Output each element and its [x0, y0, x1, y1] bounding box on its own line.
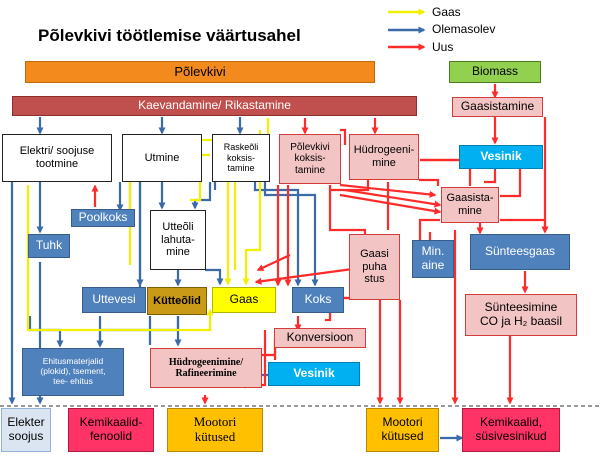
node-polevkivi-koksistamine: Põlevkivi koksis- tamine	[279, 134, 341, 184]
output-elekter-soojus: Elekter soojus	[1, 408, 51, 452]
node-elektri-soojuse-tootmine: Elektri/ soojuse tootmine	[2, 134, 112, 182]
legend-gaas-label: Gaas	[432, 5, 461, 19]
node-biomass: Biomass	[449, 61, 541, 83]
node-koks: Koks	[292, 287, 344, 313]
node-synteesimine: Sünteesimine CO ja H₂ baasil	[465, 294, 577, 336]
node-vesinik-bottom: Vesinik	[268, 362, 360, 386]
node-uttevesi: Uttevesi	[82, 287, 146, 313]
diagram-title: Põlevkivi töötlemise väärtusahel	[38, 26, 301, 45]
legend-olemasolev-label: Olemasolev	[432, 22, 496, 36]
node-raskeoli-koksistamine: Raskeõli koksis- tamine	[212, 134, 270, 182]
node-kaevandamine: Kaevandamine/ Rikastamine	[12, 96, 417, 116]
node-hudrogeenimine-rafineerimine: Hüdrogeenimine/ Rafineerimine	[150, 348, 262, 388]
output-kemikaalid-fenoolid: Kemikaalid- fenoolid	[68, 408, 154, 452]
node-ehitusmaterjalid: Ehitusmaterjalid (plokid), tsement, tee-…	[22, 348, 124, 396]
node-hudrogeenimine-top: Hüdrogeeni- mine	[349, 134, 419, 180]
node-gaasi-puhastus: Gaasi puha stus	[349, 234, 400, 300]
node-utmine: Utmine	[122, 134, 202, 182]
node-utteoli-lahutamine: Utteõli lahuta- mine	[150, 210, 206, 270]
node-konversioon: Konversioon	[274, 328, 366, 348]
output-mootori-kytused-left: Mootori kütused	[167, 408, 263, 452]
legend-uus-label: Uus	[432, 40, 454, 54]
node-gaas: Gaas	[212, 287, 276, 313]
node-kutteolid: Kütteõlid	[147, 287, 207, 315]
node-tuhk: Tuhk	[28, 234, 70, 258]
node-min-aine: Min. aine	[412, 240, 454, 278]
node-poolkoks: Poolkoks	[71, 209, 135, 227]
node-gaasistamine: Gaasistamine	[452, 97, 543, 117]
node-polevkivi: Põlevkivi	[25, 61, 375, 83]
output-mootori-kytused-right: Mootori kütused	[366, 408, 439, 452]
node-vesinik-top: Vesinik	[459, 145, 543, 169]
output-kemikaalid-sysivesinikud: Kemikaalid, süsivesinikud	[462, 408, 560, 452]
node-gaasistamine-2: Gaasista- mine	[441, 187, 499, 223]
node-synteesgaas: Sünteesgaas	[470, 234, 570, 270]
